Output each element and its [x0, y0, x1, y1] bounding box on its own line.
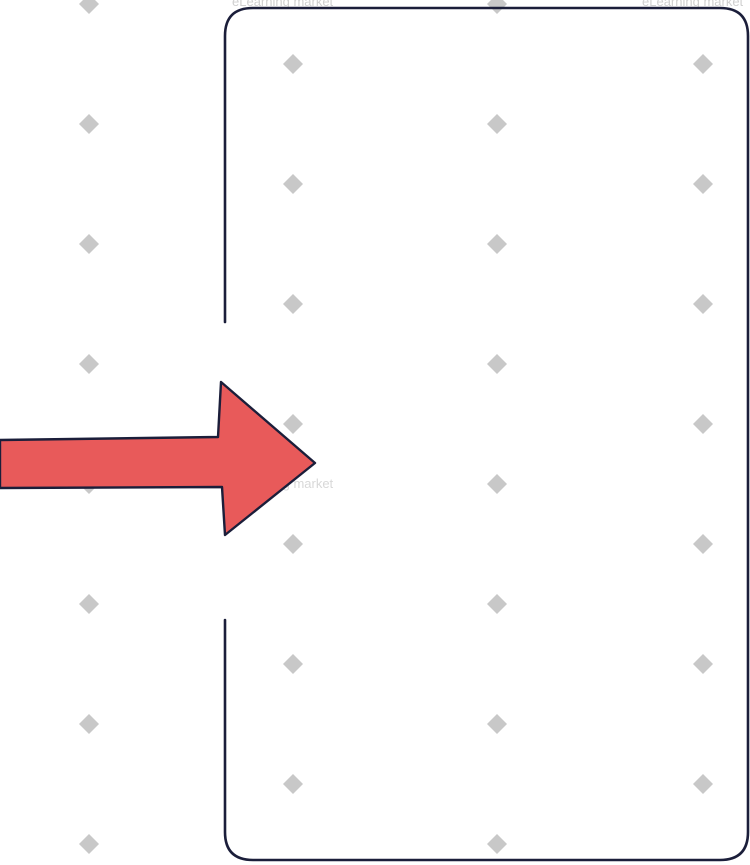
- watermark-text-group: eLearning market eLearning market eLearn…: [232, 0, 744, 491]
- watermark-diamond: [283, 654, 303, 674]
- watermark-diamond: [79, 354, 99, 374]
- watermark-diamond: [693, 774, 713, 794]
- watermark-diamond: [283, 54, 303, 74]
- watermark-diamond: [693, 54, 713, 74]
- watermark-diamond: [79, 834, 99, 854]
- watermark-diamond: [487, 474, 507, 494]
- watermark-text-top-left: eLearning market: [232, 0, 334, 9]
- watermark-pattern: [79, 0, 713, 854]
- watermark-diamond: [283, 534, 303, 554]
- arrow-icon: [0, 380, 317, 537]
- watermark-diamond: [283, 294, 303, 314]
- watermark-diamond: [487, 714, 507, 734]
- watermark-diamond: [79, 234, 99, 254]
- watermark-diamond: [693, 174, 713, 194]
- watermark-diamond: [283, 414, 303, 434]
- watermark-diamond: [487, 114, 507, 134]
- watermark-diamond: [487, 354, 507, 374]
- watermark-diamond: [693, 294, 713, 314]
- watermark-diamond: [487, 594, 507, 614]
- watermark-diamond: [79, 114, 99, 134]
- watermark-diamond: [693, 654, 713, 674]
- watermark-diamond: [283, 174, 303, 194]
- watermark-diamond: [79, 594, 99, 614]
- door-frame-outline: [223, 6, 750, 862]
- watermark-diamond: [79, 714, 99, 734]
- watermark-diamond: [487, 834, 507, 854]
- watermark-diamond: [283, 774, 303, 794]
- watermark-diamond: [79, 0, 99, 14]
- watermark-diamond: [693, 414, 713, 434]
- watermark-diamond: [487, 234, 507, 254]
- watermark-diamond: [693, 534, 713, 554]
- watermark-text-top-right: eLearning market: [642, 0, 744, 9]
